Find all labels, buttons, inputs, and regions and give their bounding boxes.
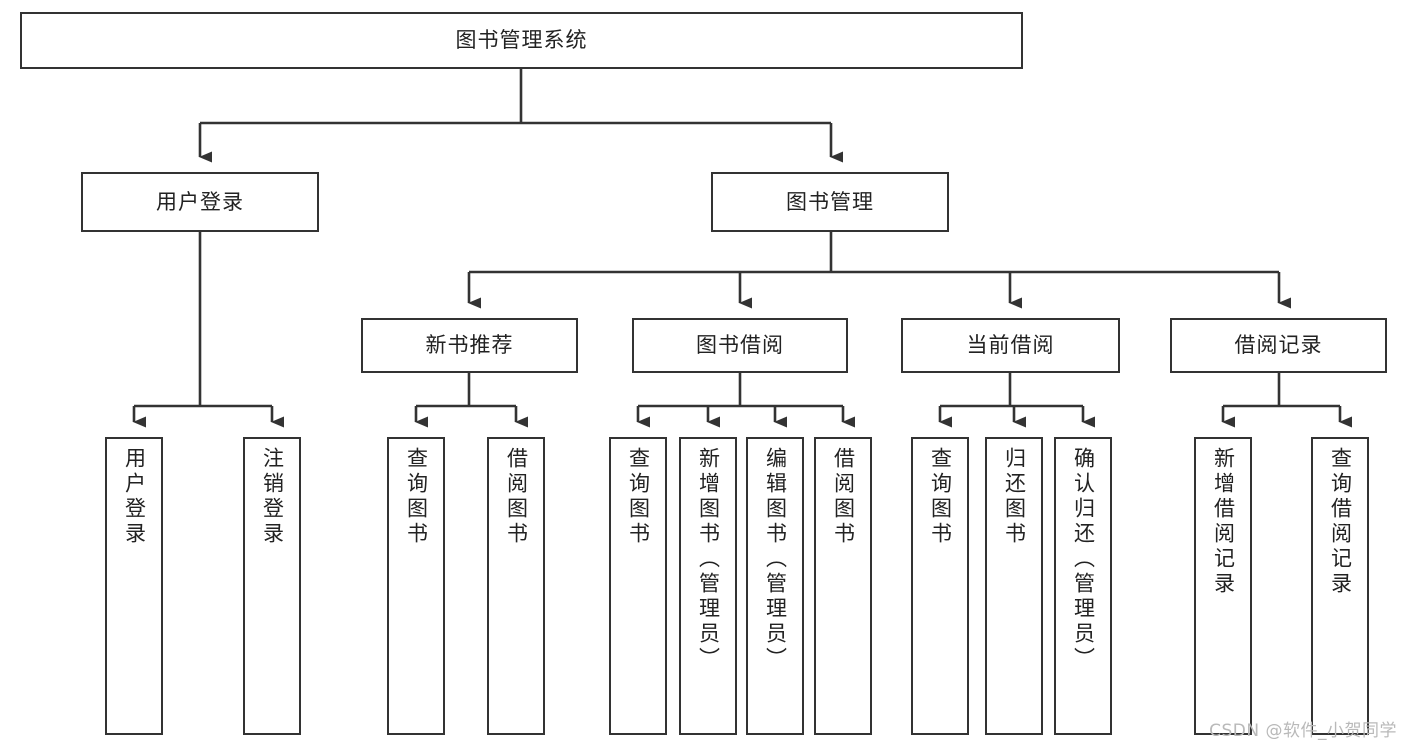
node-new-book-recommend[interactable]: 新书推荐 [361,318,578,373]
node-borrow-record-label: 借阅记录 [1234,333,1323,358]
node-leaf-add-book-label: 新增图书（管理员） [696,447,721,672]
node-leaf-add-borrow-record-label: 新增借阅记录 [1211,447,1236,597]
node-leaf-borrow-book-label: 借阅图书 [831,447,856,547]
node-current-borrow-label: 当前借阅 [966,333,1055,358]
node-leaf-add-borrow-record[interactable]: 新增借阅记录 [1194,437,1252,735]
node-leaf-query-book-label: 查询图书 [626,447,651,547]
node-book-borrow-label: 图书借阅 [696,333,784,358]
node-leaf-confirm-return-label: 确认归还（管理员） [1071,447,1096,672]
node-user-login-label: 用户登录 [156,189,244,214]
node-leaf-borrow-book-recommend[interactable]: 借阅图书 [487,437,545,735]
node-leaf-logout[interactable]: 注销登录 [243,437,301,735]
node-leaf-query-book-current[interactable]: 查询图书 [911,437,969,735]
node-book-manage-label: 图书管理 [786,189,874,214]
node-leaf-confirm-return[interactable]: 确认归还（管理员） [1054,437,1112,735]
node-new-book-recommend-label: 新书推荐 [425,333,514,358]
node-leaf-query-book-recommend[interactable]: 查询图书 [387,437,445,735]
node-book-borrow[interactable]: 图书借阅 [632,318,848,373]
node-leaf-logout-label: 注销登录 [260,447,285,547]
node-leaf-borrow-book[interactable]: 借阅图书 [814,437,872,735]
node-book-manage[interactable]: 图书管理 [711,172,949,232]
node-leaf-borrow-book-recommend-label: 借阅图书 [504,447,529,547]
node-borrow-record[interactable]: 借阅记录 [1170,318,1387,373]
node-leaf-return-book[interactable]: 归还图书 [985,437,1043,735]
node-leaf-add-book[interactable]: 新增图书（管理员） [679,437,737,735]
node-leaf-query-book[interactable]: 查询图书 [609,437,667,735]
node-leaf-query-borrow-record[interactable]: 查询借阅记录 [1311,437,1369,735]
node-leaf-query-borrow-record-label: 查询借阅记录 [1328,447,1353,597]
node-leaf-edit-book[interactable]: 编辑图书（管理员） [746,437,804,735]
node-root[interactable]: 图书管理系统 [20,12,1023,69]
node-leaf-edit-book-label: 编辑图书（管理员） [763,447,788,672]
node-leaf-return-book-label: 归还图书 [1002,447,1027,547]
node-leaf-query-book-current-label: 查询图书 [928,447,953,547]
csdn-watermark: CSDN @软件_小贺同学 [1209,721,1397,741]
node-user-login[interactable]: 用户登录 [81,172,319,232]
node-leaf-query-book-recommend-label: 查询图书 [404,447,429,547]
node-leaf-user-login-label: 用户登录 [122,447,147,547]
node-current-borrow[interactable]: 当前借阅 [901,318,1120,373]
node-leaf-user-login[interactable]: 用户登录 [105,437,163,735]
node-root-label: 图书管理系统 [455,28,588,53]
